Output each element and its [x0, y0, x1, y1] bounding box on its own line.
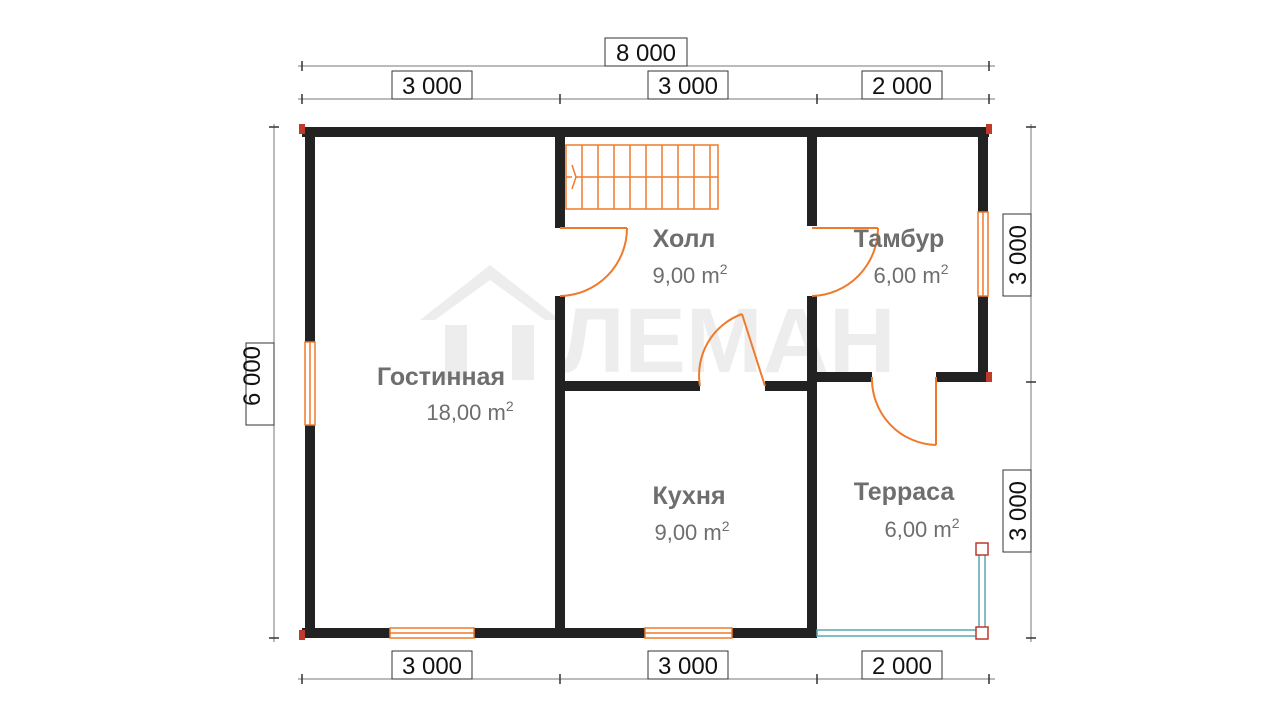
corner-markers: [299, 124, 992, 640]
room-hall: Холл 9,00 m2: [652, 225, 727, 288]
window-bottom-kitchen: [644, 627, 733, 639]
room-name: Гостинная: [377, 363, 505, 391]
room-vestibule: Тамбур 6,00 m2: [854, 225, 949, 288]
walls: [302, 127, 989, 638]
room-name: Тамбур: [854, 225, 945, 253]
door-hall-vestibule: [811, 227, 879, 297]
room-living: Гостинная 18,00 m2: [377, 363, 514, 425]
door-living-hall: [559, 227, 628, 297]
room-name: Холл: [653, 225, 716, 253]
dimension-bottom-segment-2: 3 000: [658, 653, 718, 680]
dimension-left-total: 6 000: [239, 346, 266, 406]
room-terrace: Терраса 6,00 m2: [854, 478, 960, 542]
room-kitchen: Кухня 9,00 m2: [652, 482, 729, 545]
dimension-right-segment-1: 3 000: [1005, 225, 1032, 285]
dimension-bottom-segment-1: 3 000: [402, 653, 462, 680]
dimension-top: 8 000 3 000 3 000 2 000: [298, 37, 995, 104]
dimension-top-total: 8 000: [616, 40, 676, 67]
room-area: 18,00 m2: [426, 398, 514, 425]
dimension-top-segment-1: 3 000: [402, 73, 462, 100]
staircase: [565, 144, 719, 210]
dimension-top-total-box: [604, 37, 688, 67]
dimension-right-segment-2: 3 000: [1005, 481, 1032, 541]
window-right-vestibule: [977, 211, 989, 297]
dimension-top-segment-2: 3 000: [658, 73, 718, 100]
room-area: 6,00 m2: [873, 261, 948, 288]
window-left: [304, 341, 316, 426]
room-area: 9,00 m2: [654, 518, 729, 545]
house-logo-icon: [420, 265, 560, 380]
dimension-bottom: 3 000 3 000 2 000: [298, 650, 995, 684]
room-name: Терраса: [854, 478, 956, 506]
dimension-right: 3 000 3 000: [1002, 124, 1036, 642]
door-hall-kitchen: [698, 313, 766, 387]
dimension-bottom-segment-3: 2 000: [872, 653, 932, 680]
room-name: Кухня: [652, 482, 725, 510]
door-vestibule-terrace: [870, 376, 937, 446]
room-area: 6,00 m2: [884, 515, 959, 542]
window-bottom-living: [389, 627, 475, 639]
terrace-railing: [816, 542, 989, 640]
room-area: 9,00 m2: [652, 261, 727, 288]
windows: [304, 211, 989, 639]
doors: [559, 227, 937, 446]
dimension-left: 6 000: [239, 124, 279, 642]
dimension-top-segment-3: 2 000: [872, 73, 932, 100]
